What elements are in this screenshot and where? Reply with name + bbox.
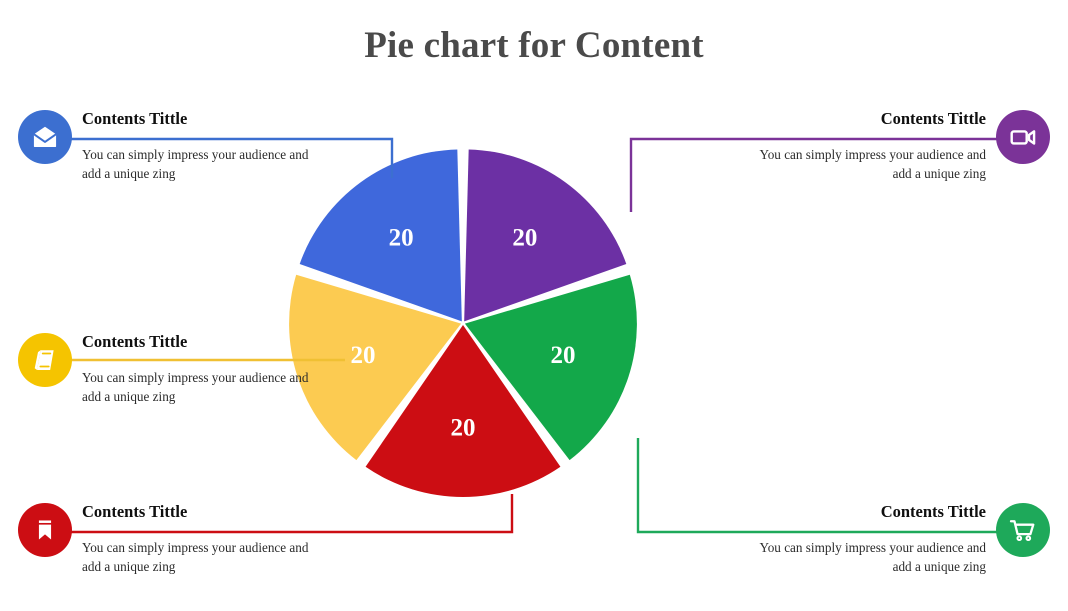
callout-mid-left[interactable]: Contents Tittle You can simply impress y…: [18, 332, 348, 406]
page-title: Pie chart for Content: [364, 25, 704, 66]
callout-badge-bottom-left[interactable]: [18, 503, 72, 557]
envelope-icon: [31, 123, 59, 151]
slice-value-label: 20: [451, 415, 476, 442]
callout-body: You can simply impress your audience and…: [759, 147, 986, 182]
green-slice[interactable]: [464, 274, 637, 461]
callout-title: Contents Tittle: [82, 109, 188, 128]
bookmark-icon: [32, 517, 58, 543]
callout-body: You can simply impress your audience and…: [82, 370, 309, 405]
callout-bottom-left[interactable]: Contents Tittle You can simply impress y…: [18, 502, 348, 576]
callout-top-right[interactable]: Contents Tittle You can simply impress y…: [720, 109, 1050, 183]
callout-title: Contents Tittle: [880, 109, 986, 128]
slice-value-label: 20: [551, 342, 576, 369]
pie-chart: 20 20 20 20 20: [288, 148, 638, 498]
pie-svg: 20 20 20 20 20: [289, 149, 637, 497]
callout-badge-mid-left[interactable]: [18, 333, 72, 387]
callout-bottom-right[interactable]: Contents Tittle You can simply impress y…: [720, 502, 1050, 576]
yellow-slice[interactable]: [289, 274, 462, 461]
callout-title: Contents Tittle: [880, 502, 986, 521]
blue-slice[interactable]: [299, 149, 462, 322]
callout-badge-top-left[interactable]: [18, 110, 72, 164]
callout-title: Contents Tittle: [82, 502, 188, 521]
video-camera-icon: [1008, 122, 1038, 152]
callout-body: You can simply impress your audience and…: [82, 540, 309, 575]
slice-value-label: 20: [512, 224, 537, 251]
callout-badge-top-right[interactable]: [996, 110, 1050, 164]
slice-value-label: 20: [350, 342, 375, 369]
shopping-cart-icon: [1008, 515, 1038, 545]
red-slice[interactable]: [365, 325, 561, 497]
callout-title: Contents Tittle: [82, 332, 188, 351]
callout-badge-bottom-right[interactable]: [996, 503, 1050, 557]
callout-top-left[interactable]: Contents Tittle You can simply impress y…: [18, 109, 348, 183]
slice-value-label: 20: [389, 224, 414, 251]
callout-body: You can simply impress your audience and…: [82, 147, 309, 182]
purple-slice[interactable]: [464, 149, 627, 322]
book-icon: [31, 346, 59, 374]
callout-body: You can simply impress your audience and…: [759, 540, 986, 575]
